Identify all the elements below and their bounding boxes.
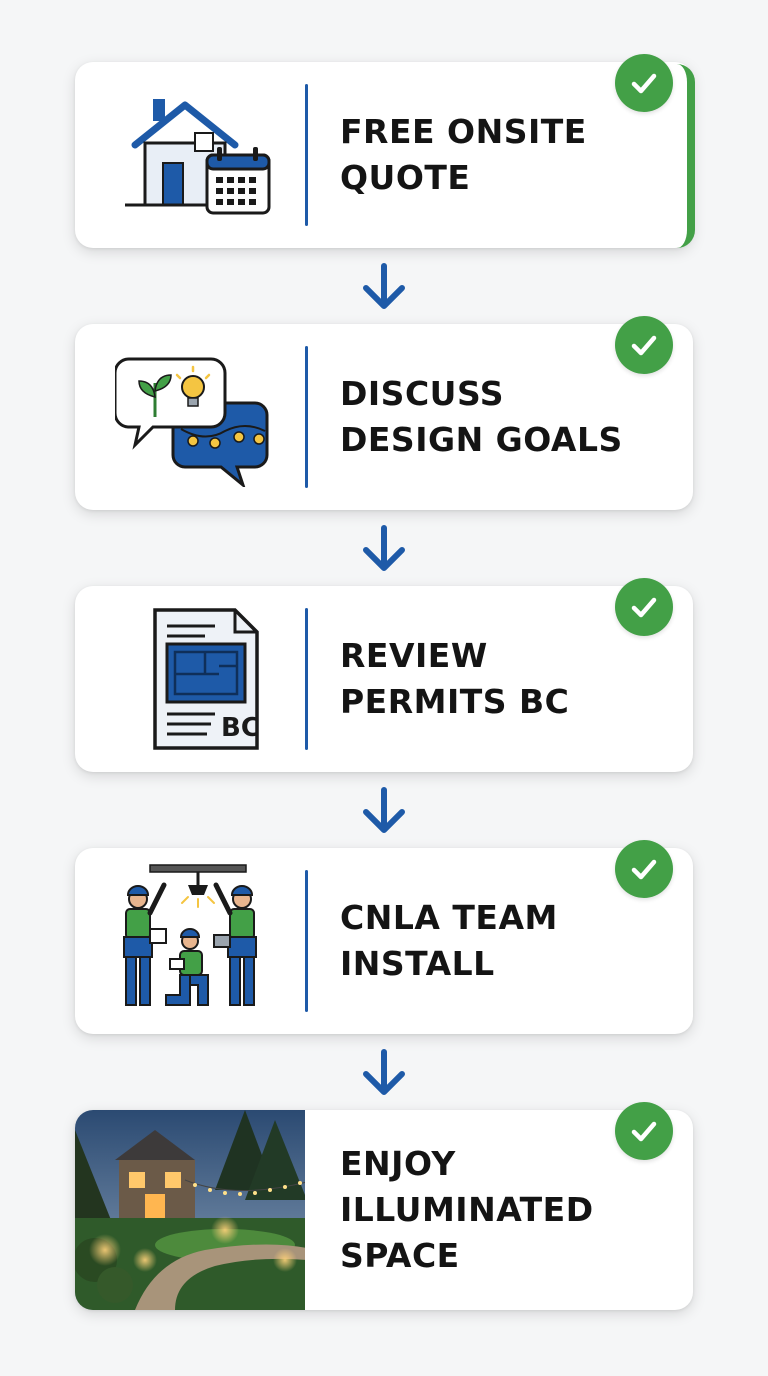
checkmark-icon — [615, 578, 673, 636]
step-card-team-install: CNLA TEAM INSTALL — [75, 840, 693, 1034]
step-label: DISCUSS DESIGN GOALS — [340, 374, 623, 459]
bc-icon-text: BC — [221, 713, 260, 743]
arrow-down-icon — [363, 787, 405, 833]
arrow-down-icon — [363, 1049, 405, 1095]
arrow-down-icon — [363, 525, 405, 571]
step-label: FREE ONSITE QUOTE — [340, 112, 587, 197]
step-card-discuss-design-goals: DISCUSS DESIGN GOALS — [75, 316, 693, 510]
step-divider — [305, 870, 308, 1012]
arrow-down-icon — [363, 263, 405, 309]
step-divider — [305, 346, 308, 488]
checkmark-icon — [615, 316, 673, 374]
blueprint-document-icon: BC — [95, 601, 295, 757]
step-label: REVIEW PERMITS BC — [340, 636, 570, 721]
checkmark-icon — [615, 54, 673, 112]
chat-bubbles-icon — [95, 339, 295, 495]
illuminated-garden-photo — [75, 1110, 307, 1310]
step-divider — [305, 1110, 307, 1310]
checkmark-icon — [615, 1102, 673, 1160]
active-step-accent — [671, 64, 695, 248]
house-calendar-icon — [95, 77, 295, 233]
step-divider — [305, 84, 308, 226]
step-card-enjoy-illuminated-space: ENJOY ILLUMINATED SPACE — [75, 1102, 693, 1310]
step-divider — [305, 608, 308, 750]
step-card-review-permits: BC REVIEW PERMITS BC — [75, 578, 693, 772]
checkmark-icon — [615, 840, 673, 898]
step-card-free-onsite-quote: FREE ONSITE QUOTE — [75, 54, 695, 248]
step-label: CNLA TEAM INSTALL — [340, 898, 558, 983]
installers-icon — [95, 863, 295, 1019]
step-label: ENJOY ILLUMINATED SPACE — [340, 1144, 594, 1275]
